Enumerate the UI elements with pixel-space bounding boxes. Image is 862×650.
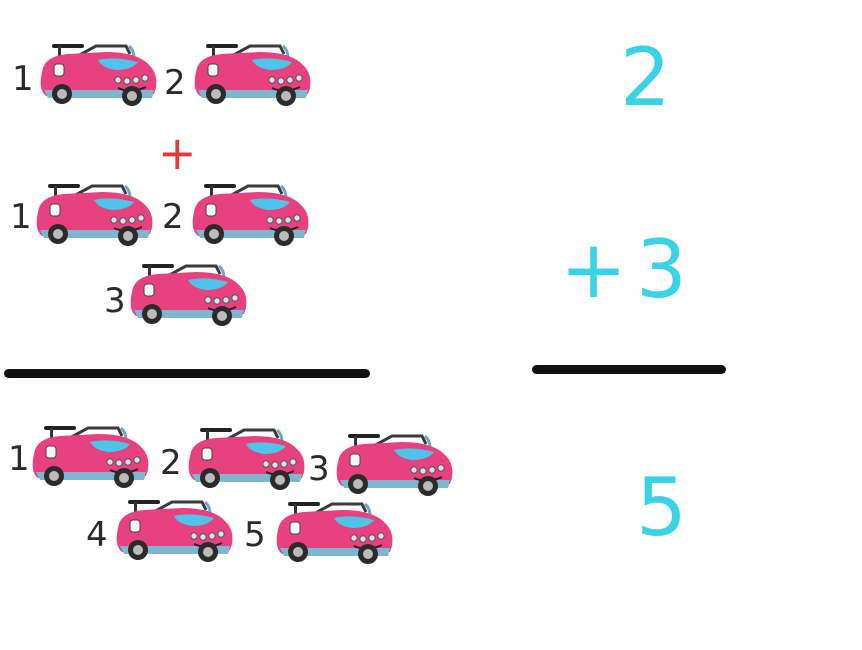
pink-toy-car-icon [275, 500, 394, 564]
car-count-label: 1 [12, 59, 34, 99]
pink-toy-car-icon [191, 182, 310, 246]
pink-toy-car-icon [31, 424, 150, 488]
car-count-label: 5 [244, 515, 266, 555]
pink-toy-car-icon [187, 426, 306, 490]
plus-sign: + [560, 223, 628, 316]
addend-number-second: 3 [636, 223, 687, 316]
pink-toy-car-icon [129, 262, 248, 326]
car-count-label: 1 [8, 439, 30, 479]
pink-toy-car-icon [335, 432, 454, 496]
sum-rule-left [4, 369, 370, 378]
pink-toy-car-icon [35, 182, 154, 246]
pink-toy-car-icon [193, 42, 312, 106]
car-count-label: 4 [86, 515, 108, 555]
addend-number-top: 2 [620, 31, 671, 124]
car-count-label: 3 [308, 449, 330, 489]
sum-result-number: 5 [636, 461, 687, 554]
plus-operator: + [158, 126, 197, 180]
car-count-label: 2 [162, 197, 184, 237]
pink-toy-car-icon [39, 42, 158, 106]
pink-toy-car-icon [115, 498, 234, 562]
car-count-label: 2 [164, 63, 186, 103]
sum-rule-right [532, 365, 726, 374]
car-count-label: 3 [104, 281, 126, 321]
car-count-label: 1 [10, 197, 32, 237]
car-count-label: 2 [160, 443, 182, 483]
